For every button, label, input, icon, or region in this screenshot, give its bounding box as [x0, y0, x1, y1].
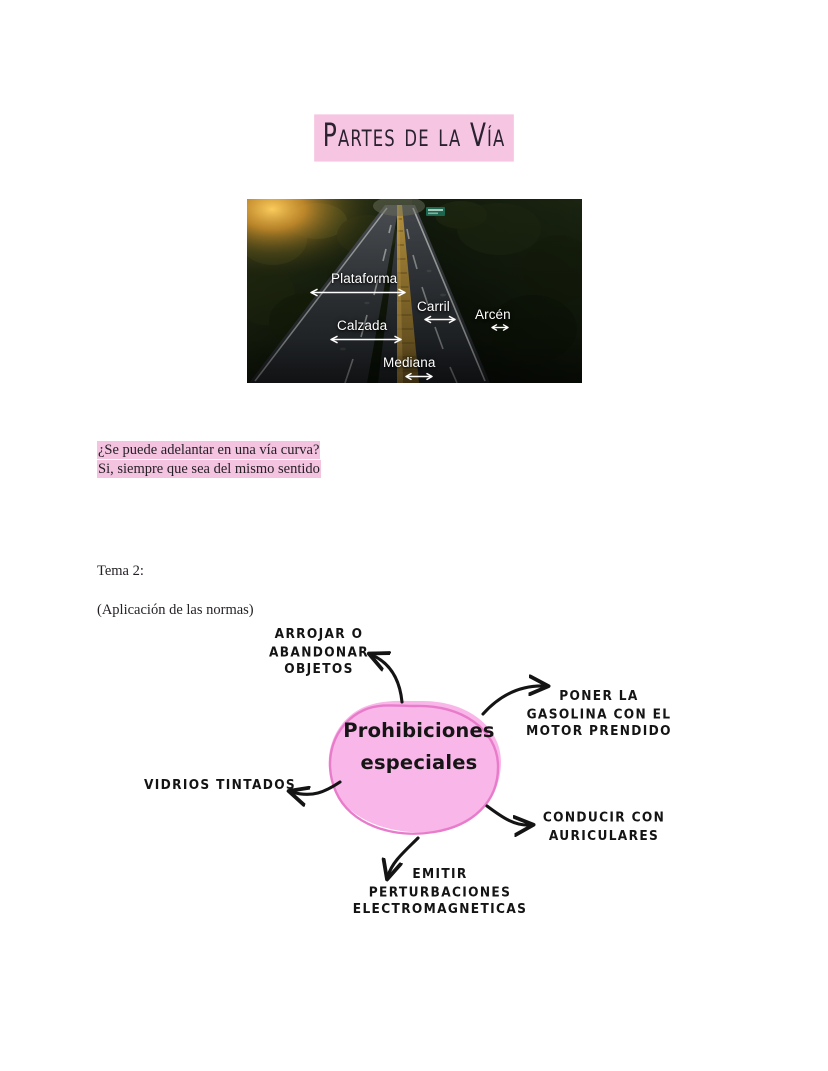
road-label-carril: Carril [417, 299, 450, 314]
page-title: Partes de la Vía [0, 114, 828, 162]
mindmap-branch-vidrios: VIDRIOS TINTADOS [143, 777, 297, 793]
road-label-arcen: Arcén [475, 307, 511, 322]
mindmap-center-line1: Prohibiciones [343, 719, 495, 742]
highlighted-qa-block: ¿Se puede adelantar en una vía curva? Si… [97, 441, 321, 479]
measure-arrow-calzada [326, 335, 406, 344]
measure-arrow-plataforma [305, 288, 411, 297]
road-label-plataforma: Plataforma [331, 271, 398, 286]
road-diagram-image: Plataforma Carril Arcén Calzada Mediana [247, 199, 582, 383]
page-title-text: Partes de la Vía [314, 114, 514, 162]
mindmap-branch-gasolina: PONER LA GASOLINA CON EL MOTOR PRENDIDO [526, 688, 672, 739]
qa-question-line: ¿Se puede adelantar en una vía curva? [97, 441, 321, 460]
mindmap-center-label: Prohibiciones especiales [330, 715, 508, 779]
measure-arrow-carril [420, 315, 460, 324]
qa-answer-line: Si, siempre que sea del mismo sentido [97, 460, 321, 479]
qa-answer-text: Si, siempre que sea del mismo sentido [97, 460, 321, 478]
measure-arrow-arcen [488, 323, 512, 332]
tema-subtitle: (Aplicación de las normas) [97, 602, 254, 618]
road-label-calzada: Calzada [337, 318, 388, 333]
tema-heading: Tema 2: [97, 563, 144, 579]
mindmap-arrow-auriculares [485, 804, 530, 825]
mindmap-arrow-vidrios [292, 780, 342, 794]
mindmap-center-blob-outline [328, 704, 500, 835]
mindmap-graphic [0, 612, 828, 952]
road-photo-graphic [247, 199, 582, 383]
mindmap-branch-auriculares: CONDUCIR CON AURICULARES [542, 810, 666, 843]
mindmap-branch-emitir: EMITIR PERTURBACIONES ELECTROMAGNETICAS [352, 866, 528, 917]
mindmap-arrow-emitir [388, 836, 420, 876]
mindmap-branch-arrojar: ARROJAR O ABANDONAR OBJETOS [269, 626, 369, 677]
qa-question-text: ¿Se puede adelantar en una vía curva? [97, 441, 321, 459]
mindmap-diagram: ARROJAR O ABANDONAR OBJETOS PONER LA GAS… [0, 612, 828, 952]
mindmap-center-blob-fill [328, 700, 502, 833]
mindmap-arrow-arrojar [372, 655, 404, 704]
mindmap-center-line2: especiales [360, 751, 478, 774]
road-label-mediana: Mediana [383, 355, 436, 370]
measure-arrow-mediana [402, 372, 436, 381]
mindmap-arrow-gasolina [481, 686, 545, 716]
